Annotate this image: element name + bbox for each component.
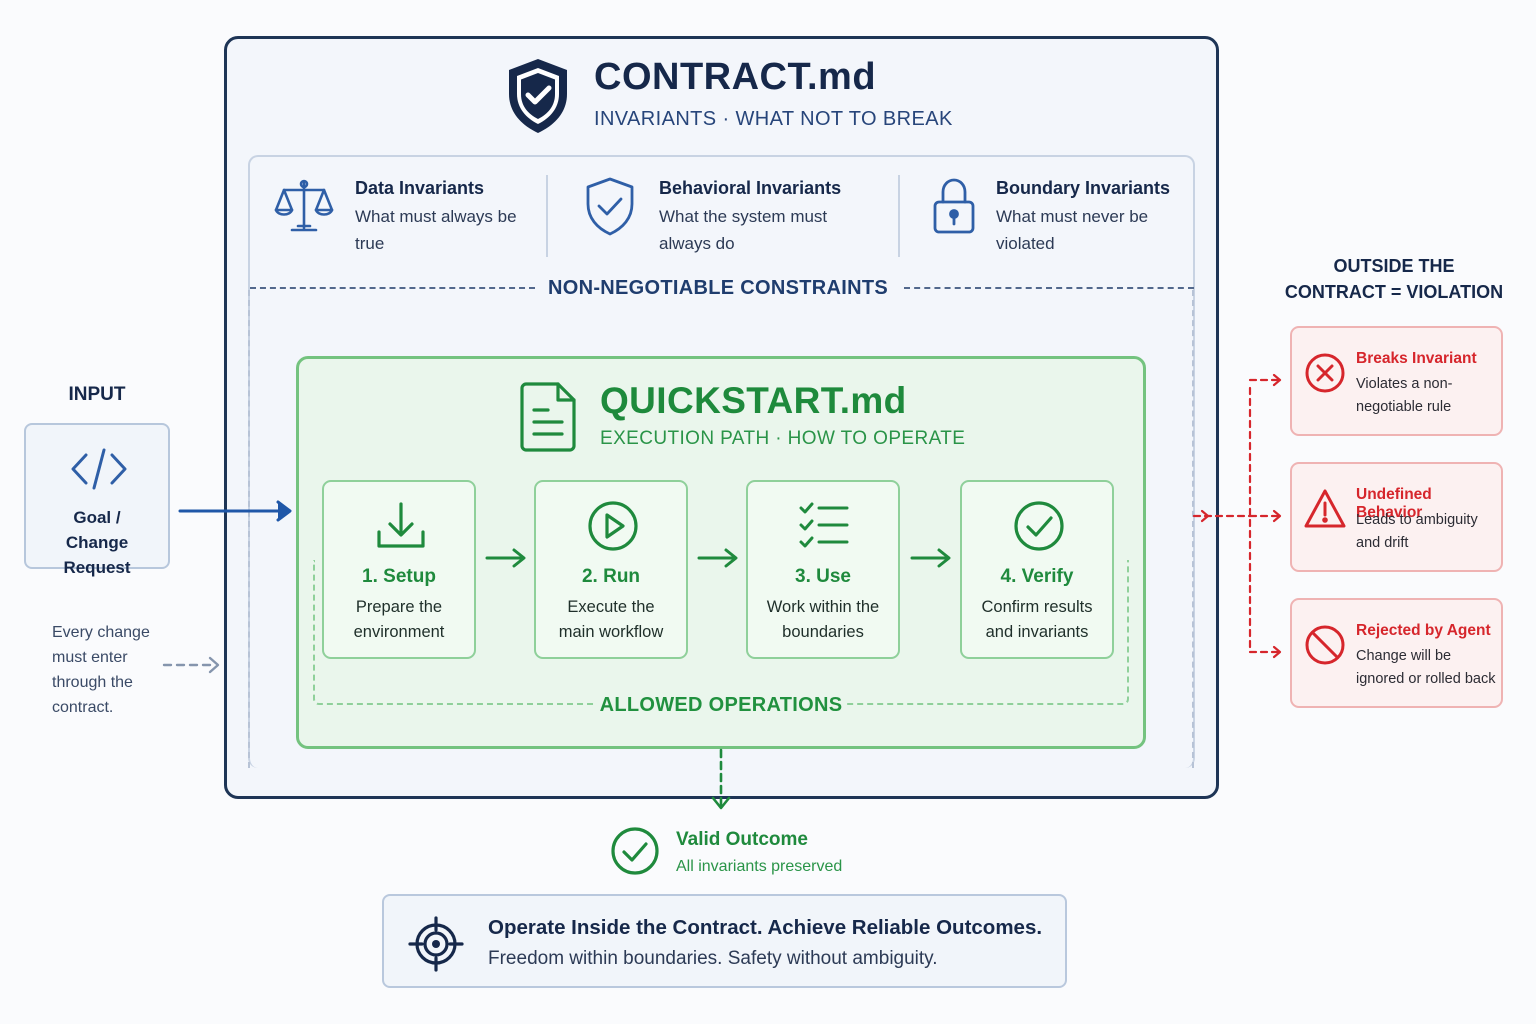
violation-arrows: [1192, 373, 1282, 659]
check-circle-icon: [611, 827, 659, 875]
invariant-title: Boundary Invariants: [996, 178, 1171, 198]
valid-outcome-desc: All invariants preserved: [676, 858, 843, 875]
arrow-right-icon: [910, 548, 951, 568]
banner-title: Operate Inside the Contract. Achieve Rel…: [488, 916, 1043, 939]
quickstart-title: QUICKSTART.md: [600, 380, 907, 421]
divider: [546, 175, 548, 257]
step-desc: Work within the boundaries: [766, 598, 880, 641]
violation-title: Rejected by Agent: [1356, 622, 1491, 639]
outside-heading: OUTSIDE THE CONTRACT = VIOLATION: [1284, 256, 1504, 302]
violation-title: Breaks Invariant: [1356, 350, 1477, 367]
shield-check-icon: [586, 177, 634, 236]
constraints-dash-left: [250, 287, 535, 289]
code-icon: [71, 448, 127, 490]
constraints-border-left: [248, 290, 250, 768]
allowed-operations-label: ALLOWED OPERATIONS: [599, 694, 843, 716]
input-arrow-icon: [178, 500, 292, 522]
contract-title: CONTRACT.md: [594, 56, 877, 98]
constraints-label: NON-NEGOTIABLE CONSTRAINTS: [548, 277, 889, 299]
download-icon: [377, 502, 425, 548]
step-desc: Execute the main workflow: [558, 598, 664, 641]
step-card-setup: 1. Setup Prepare the environment: [322, 480, 476, 659]
input-label: Goal / Change Request: [63, 508, 131, 577]
x-circle-icon: [1305, 353, 1345, 393]
violation-card-breaks-invariant: Breaks Invariant Violates a non-negotiab…: [1290, 326, 1503, 436]
prohibited-icon: [1305, 625, 1345, 665]
invariant-title: Behavioral Invariants: [659, 178, 842, 198]
checklist-icon: [799, 502, 849, 548]
violation-title: Undefined Behavior: [1356, 486, 1432, 521]
input-card: Goal / Change Request: [24, 423, 170, 577]
invariant-desc: What the system must always do: [659, 207, 828, 253]
scales-icon: [274, 179, 334, 232]
step-card-use: 3. Use Work within the boundaries: [746, 480, 900, 659]
shield-check-icon: [509, 59, 567, 133]
violation-desc: Change will be ignored or rolled back: [1356, 648, 1496, 687]
arrow-right-icon: [697, 548, 738, 568]
step-title: 3. Use: [795, 566, 851, 587]
violation-card-rejected: Rejected by Agent Change will be ignored…: [1290, 598, 1503, 708]
invariant-desc: What must never be violated: [996, 207, 1149, 253]
step-desc: Confirm results and invariants: [981, 598, 1093, 641]
warning-icon: [1304, 489, 1346, 528]
padlock-icon: [933, 178, 975, 234]
contract-subtitle: INVARIANTS · WHAT NOT TO BREAK: [594, 108, 953, 130]
step-card-run: 2. Run Execute the main workflow: [534, 480, 688, 659]
invariant-title: Data Invariants: [355, 178, 485, 198]
step-desc: Prepare the environment: [353, 598, 445, 641]
input-note: Every change must enter through the cont…: [52, 624, 150, 716]
arrow-right-icon: [485, 548, 526, 568]
allowed-label-background: [596, 690, 846, 720]
step-card-verify: 4. Verify Confirm results and invariants: [960, 480, 1114, 659]
violation-card-undefined-behavior: Undefined Behavior Leads to ambiguity an…: [1290, 462, 1503, 572]
input-heading: INPUT: [68, 384, 126, 405]
summary-banner: Operate Inside the Contract. Achieve Rel…: [382, 894, 1067, 988]
violation-desc: Leads to ambiguity and drift: [1356, 512, 1478, 551]
constraints-dash-right: [904, 287, 1194, 289]
valid-outcome-title: Valid Outcome: [676, 829, 808, 850]
step-title: 2. Run: [581, 566, 641, 587]
divider: [898, 175, 900, 257]
check-circle-icon: [1014, 501, 1064, 551]
quickstart-subtitle: EXECUTION PATH · HOW TO OPERATE: [600, 428, 966, 449]
target-icon: [408, 916, 464, 972]
down-arrow-icon: [711, 748, 731, 810]
step-title: 4. Verify: [1000, 566, 1074, 587]
invariant-desc: What must always be true: [355, 207, 517, 253]
step-title: 1. Setup: [362, 566, 436, 587]
banner-subtitle: Freedom within boundaries. Safety withou…: [488, 948, 938, 969]
violation-desc: Violates a non-negotiable rule: [1356, 376, 1453, 415]
document-icon: [520, 382, 576, 452]
constraints-border-right: [1192, 290, 1194, 768]
note-arrow-icon: [162, 656, 220, 674]
play-icon: [588, 501, 638, 551]
